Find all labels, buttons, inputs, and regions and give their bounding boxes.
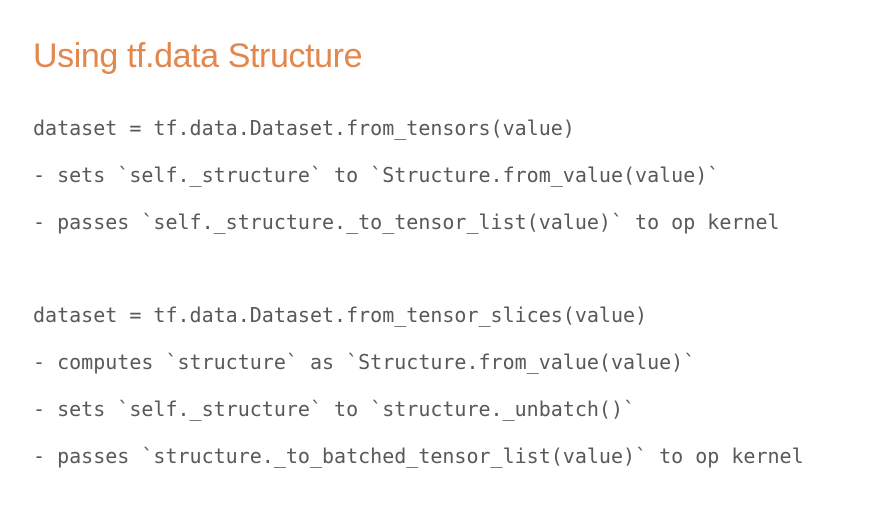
code-line: dataset = tf.data.Dataset.from_tensor_sl…	[33, 303, 648, 327]
code-line: - sets `self._structure` to `Structure.f…	[33, 163, 720, 187]
code-line: - passes `self._structure._to_tensor_lis…	[33, 210, 780, 234]
code-line: - computes `structure` as `Structure.fro…	[33, 350, 696, 374]
code-block-from-tensors: dataset = tf.data.Dataset.from_tensors(v…	[33, 115, 780, 256]
code-block-from-tensor-slices: dataset = tf.data.Dataset.from_tensor_sl…	[33, 302, 804, 490]
code-line: dataset = tf.data.Dataset.from_tensors(v…	[33, 116, 575, 140]
code-line: - sets `self._structure` to `structure._…	[33, 397, 636, 421]
slide-title: Using tf.data Structure	[33, 37, 363, 75]
code-line: - passes `structure._to_batched_tensor_l…	[33, 444, 804, 468]
